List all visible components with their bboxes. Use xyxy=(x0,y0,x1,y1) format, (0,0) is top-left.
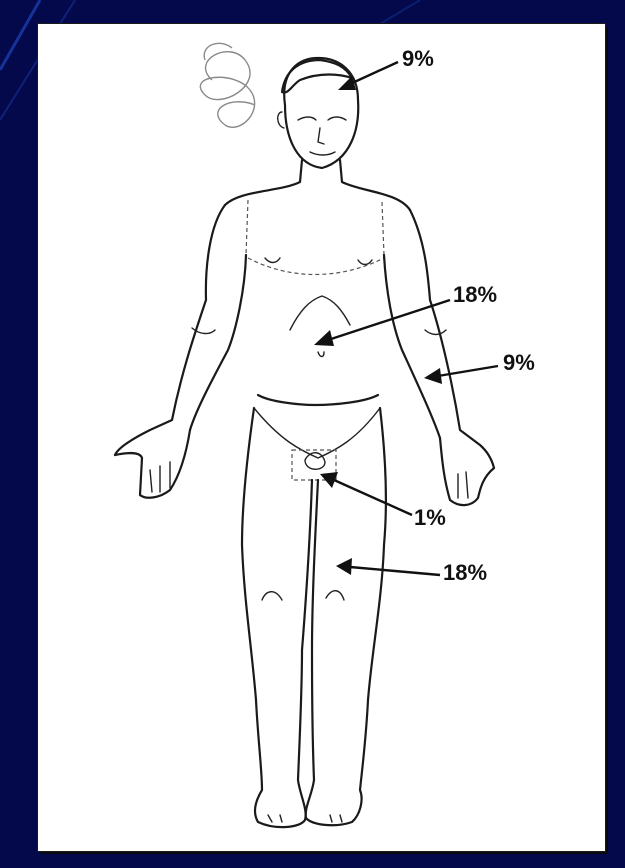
head-percent-label: 9% xyxy=(402,46,434,71)
arm-arrow xyxy=(424,366,498,384)
leg-arrow xyxy=(336,558,440,575)
trunk-percent-label: 18% xyxy=(453,282,497,307)
legs-outline xyxy=(242,408,386,827)
right-arm-outline xyxy=(384,210,494,505)
trunk-arrow xyxy=(314,300,450,346)
head-outline xyxy=(278,58,359,168)
perineum-percent-label: 1% xyxy=(414,505,446,530)
scribble-doodle xyxy=(200,43,255,127)
left-arm-outline xyxy=(115,205,246,498)
leg-percent-label: 18% xyxy=(443,560,487,585)
arm-percent-label: 9% xyxy=(503,350,535,375)
perineum-arrow xyxy=(320,472,412,515)
